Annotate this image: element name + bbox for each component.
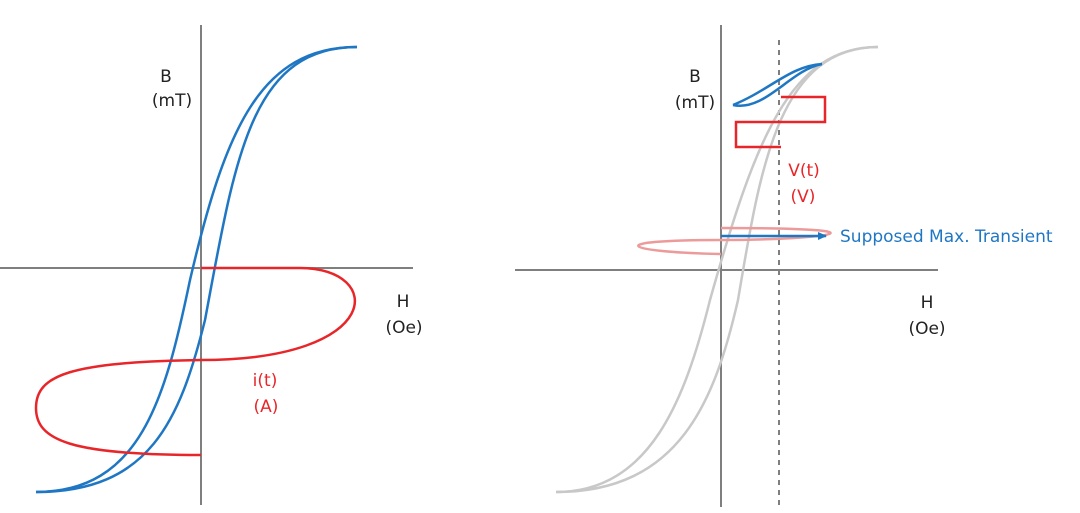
left-x-axis-unit: (Oe) [385, 318, 422, 338]
right-panel: B (mT) H (Oe) V(t) (V) Supposed Max. Tra… [515, 25, 1053, 508]
right-minor-loop-lower [732, 62, 823, 108]
right-y-axis-label: B [689, 67, 701, 87]
right-x-axis-unit: (Oe) [908, 319, 945, 339]
right-signal-unit: (V) [791, 187, 816, 207]
left-x-axis-label: H [397, 292, 410, 312]
left-hysteresis-ascending-branch [35, 45, 358, 494]
right-y-axis-unit: (mT) [675, 93, 715, 113]
right-voltage-square-wave [734, 95, 827, 149]
left-current-signal-curve [34, 266, 357, 457]
left-signal-unit: (A) [254, 397, 279, 417]
left-y-axis-unit: (mT) [152, 91, 192, 111]
right-faded-hysteresis-descending-branch [555, 45, 879, 494]
left-signal-label: i(t) [253, 371, 278, 391]
right-arrow-label: Supposed Max. Transient [840, 227, 1053, 247]
right-signal-label: V(t) [788, 161, 820, 181]
right-faded-transient-curve [637, 226, 832, 256]
right-faded-hysteresis-ascending-branch [555, 45, 879, 494]
right-minor-loop-upper [732, 62, 823, 107]
right-x-axis-label: H [921, 293, 934, 313]
left-y-axis-label: B [160, 67, 172, 87]
left-panel: B (mT) H (Oe) i(t) (A) [0, 25, 423, 505]
left-hysteresis-descending-branch [35, 45, 358, 494]
